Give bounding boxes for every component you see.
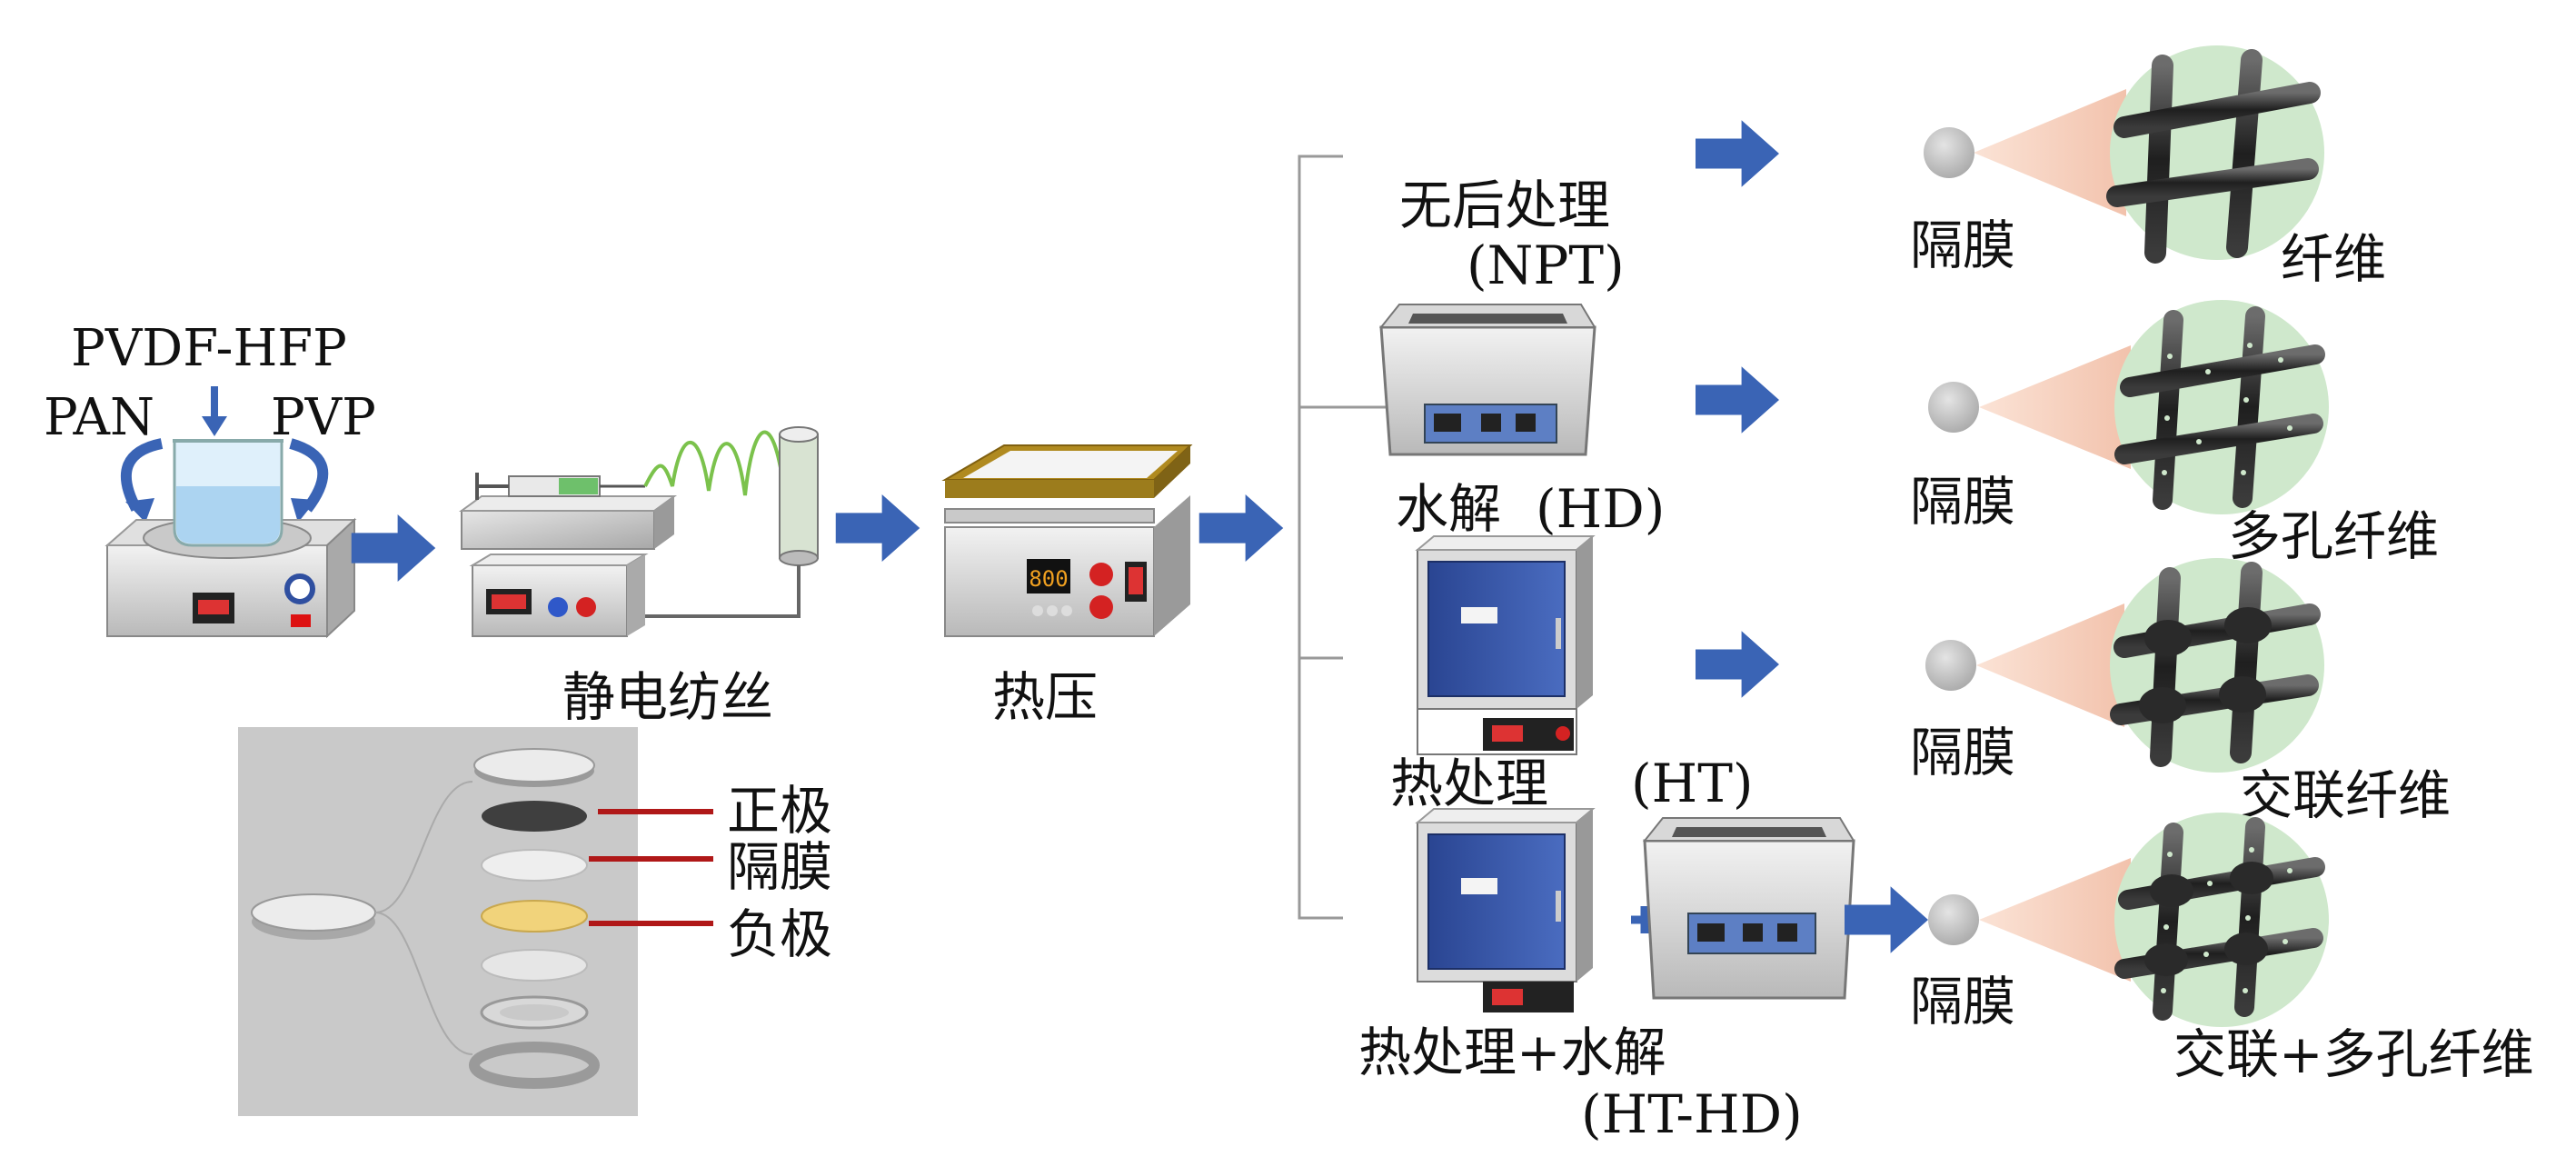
separator-label-4: 隔膜 <box>1910 971 2015 1032</box>
anode-disc <box>481 900 588 933</box>
oven-icon <box>1415 535 1596 755</box>
magnetic-stirrer: PVDF-HFP PAN PVP <box>44 319 376 639</box>
hot-press-machine: 800 <box>941 444 1193 637</box>
stir-right-arrow-icon <box>289 438 329 513</box>
fiber-label-4: 交联+多孔纤维 <box>2173 1023 2534 1085</box>
fiber-label-3: 交联纤维 <box>2240 764 2451 826</box>
separator-label-2: 隔膜 <box>1910 471 2015 533</box>
fiber-magnified-circle <box>2114 300 2329 514</box>
hot-press-label: 热压 <box>992 666 1098 728</box>
material-pan-label: PAN <box>44 388 154 447</box>
flow-arrow-ht-hd <box>1845 886 1928 953</box>
result-ht-hd <box>1928 813 2329 1027</box>
result-npt <box>1924 45 2324 264</box>
branch-bracket <box>1298 155 1388 920</box>
oven-icon-2 <box>1415 808 1596 1012</box>
branch-ht-hd-code: (HT-HD) <box>1581 1083 1803 1145</box>
separator-dot-icon <box>1928 382 1979 433</box>
ultrasonic-bath-icon <box>1378 304 1596 456</box>
fiber-label-2: 多孔纤维 <box>2228 505 2439 567</box>
separator-dot-icon <box>1928 894 1979 945</box>
knob-icon <box>284 574 315 604</box>
separator-dot-icon <box>1925 640 1976 691</box>
electrospinning-apparatus <box>458 426 819 637</box>
stir-left-arrow-icon <box>120 438 164 512</box>
separator-label-1: 隔膜 <box>1910 214 2015 276</box>
fiber-magnified-circle <box>2110 558 2324 773</box>
branch-npt-label: 无后处理 <box>1399 175 1610 236</box>
collector-drum-icon <box>779 434 819 559</box>
cathode-label: 正极 <box>727 780 832 842</box>
spring-ring <box>469 1042 600 1089</box>
flow-arrow-hd <box>1696 366 1779 434</box>
branch-ht-hd-label: 热处理+水解 <box>1358 1022 1666 1083</box>
separator-dot-icon <box>1924 127 1974 178</box>
flow-arrow-3 <box>1198 494 1284 562</box>
fiber-label-1: 纤维 <box>2281 228 2386 290</box>
hot-press-display: 800 <box>1029 566 1068 592</box>
fiber-magnified-circle <box>2114 813 2329 1027</box>
battery-separator-label: 隔膜 <box>727 836 832 898</box>
branch-ht-label: 热处理 <box>1390 753 1548 814</box>
flow-arrow-ht <box>1696 631 1779 698</box>
branch-ht-code: (HT) <box>1631 753 1754 814</box>
coin-cell-exploded-view <box>238 727 713 1116</box>
separator-label-3: 隔膜 <box>1910 722 2015 783</box>
anode-label: 负极 <box>727 903 832 965</box>
result-ht <box>1925 558 2324 773</box>
flow-arrow-npt <box>1696 120 1779 187</box>
result-hd <box>1928 300 2329 514</box>
flow-arrow-2 <box>835 494 920 562</box>
fiber-jet-icon <box>643 430 788 510</box>
branch-hd-code: (HD) <box>1536 478 1665 540</box>
flow-arrow-1 <box>351 514 436 582</box>
separator-disc <box>481 849 588 882</box>
material-pvdf-hfp-label: PVDF-HFP <box>71 319 347 378</box>
material-pvp-label: PVP <box>271 388 376 447</box>
ultrasonic-bath-icon-2 <box>1642 817 1855 1000</box>
electrospinning-label: 静电纺丝 <box>562 666 773 728</box>
cathode-disc <box>482 801 587 832</box>
branch-hd-label: 水解 <box>1396 478 1501 540</box>
branch-npt-code: (NPT) <box>1467 234 1625 296</box>
